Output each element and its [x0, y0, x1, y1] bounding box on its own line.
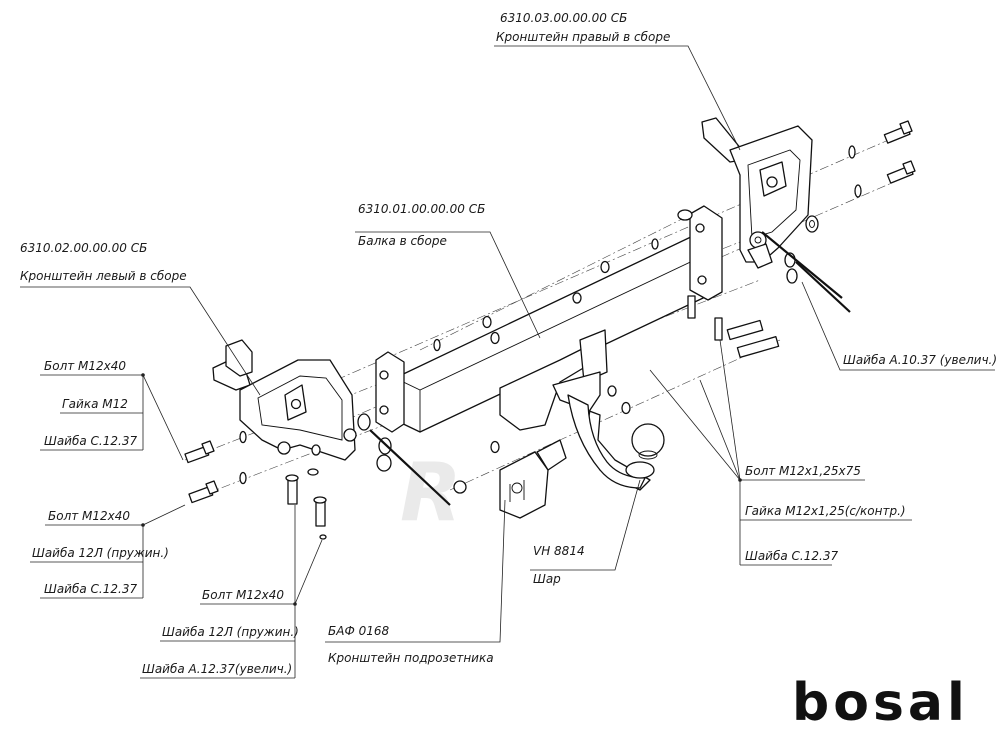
- label-item: Шайба С.12.37: [44, 434, 137, 448]
- leader-lines: [20, 45, 995, 679]
- label-left-bracket-name: Кронштейн левый в сборе: [20, 269, 187, 283]
- left-bracket-drawing: [212, 339, 357, 461]
- label-ball-name: Шар: [533, 572, 561, 586]
- label-group-right: Болт М12х1,25х75 Гайка М12х1,25(с/контр.…: [745, 464, 906, 563]
- label-item: Болт М12х1,25х75: [745, 464, 861, 478]
- label-washer-right: Шайба А.10.37 (увелич.): [843, 353, 997, 367]
- right-bracket-drawing: [701, 117, 813, 269]
- ball-drawing: [552, 371, 665, 491]
- label-left-bracket: 6310.02.00.00.00 СБ Кронштейн левый в сб…: [20, 241, 187, 283]
- label-left-bracket-code: 6310.02.00.00.00 СБ: [20, 241, 147, 255]
- label-socket-bracket: БАФ 0168 Кронштейн подрозетника: [328, 624, 494, 665]
- left-bracket-fasteners: [184, 430, 327, 540]
- label-item: Болт М12х40: [48, 509, 130, 523]
- label-socket-bracket-code: БАФ 0168: [328, 624, 389, 638]
- label-item: Гайка М12: [62, 397, 128, 411]
- label-item: Шайба С.12.37: [745, 549, 838, 563]
- label-item: Шайба А.12.37(увелич.): [142, 662, 292, 676]
- label-group-left-mid: Болт М12х40 Шайба 12Л (пружин.) Шайба С.…: [32, 509, 169, 596]
- label-beam-code: 6310.01.00.00.00 СБ: [358, 202, 485, 216]
- label-right-bracket-code: 6310.03.00.00.00 СБ: [500, 11, 627, 25]
- label-item: Шайба С.12.37: [44, 582, 137, 596]
- label-right-bracket: 6310.03.00.00.00 СБ Кронштейн правый в с…: [496, 11, 670, 44]
- bosal-logo: bosal: [792, 673, 969, 733]
- label-socket-bracket-name: Кронштейн подрозетника: [328, 651, 494, 665]
- beam-fasteners: [357, 209, 780, 506]
- label-beam-name: Балка в сборе: [358, 234, 447, 248]
- watermark: R: [400, 446, 462, 539]
- socket-bracket-drawing: [499, 439, 567, 519]
- label-ball: VH 8814 Шар: [533, 544, 585, 586]
- label-item: Болт М12х40: [44, 359, 126, 373]
- label-group-left-bottom: Болт М12х40 Шайба 12Л (пружин.) Шайба А.…: [142, 588, 299, 676]
- label-item: Гайка М12х1,25(с/контр.): [745, 504, 906, 518]
- label-item: Шайба 12Л (пружин.): [32, 546, 169, 560]
- label-item: Болт М12х40: [202, 588, 284, 602]
- label-group-left-top: Болт М12х40 Гайка М12 Шайба С.12.37: [44, 359, 137, 448]
- label-ball-code: VH 8814: [533, 544, 585, 558]
- right-bracket-fasteners: [761, 120, 916, 313]
- label-beam: 6310.01.00.00.00 СБ Балка в сборе: [358, 202, 485, 248]
- label-item: Шайба 12Л (пружин.): [162, 625, 299, 639]
- label-right-bracket-name: Кронштейн правый в сборе: [496, 30, 670, 44]
